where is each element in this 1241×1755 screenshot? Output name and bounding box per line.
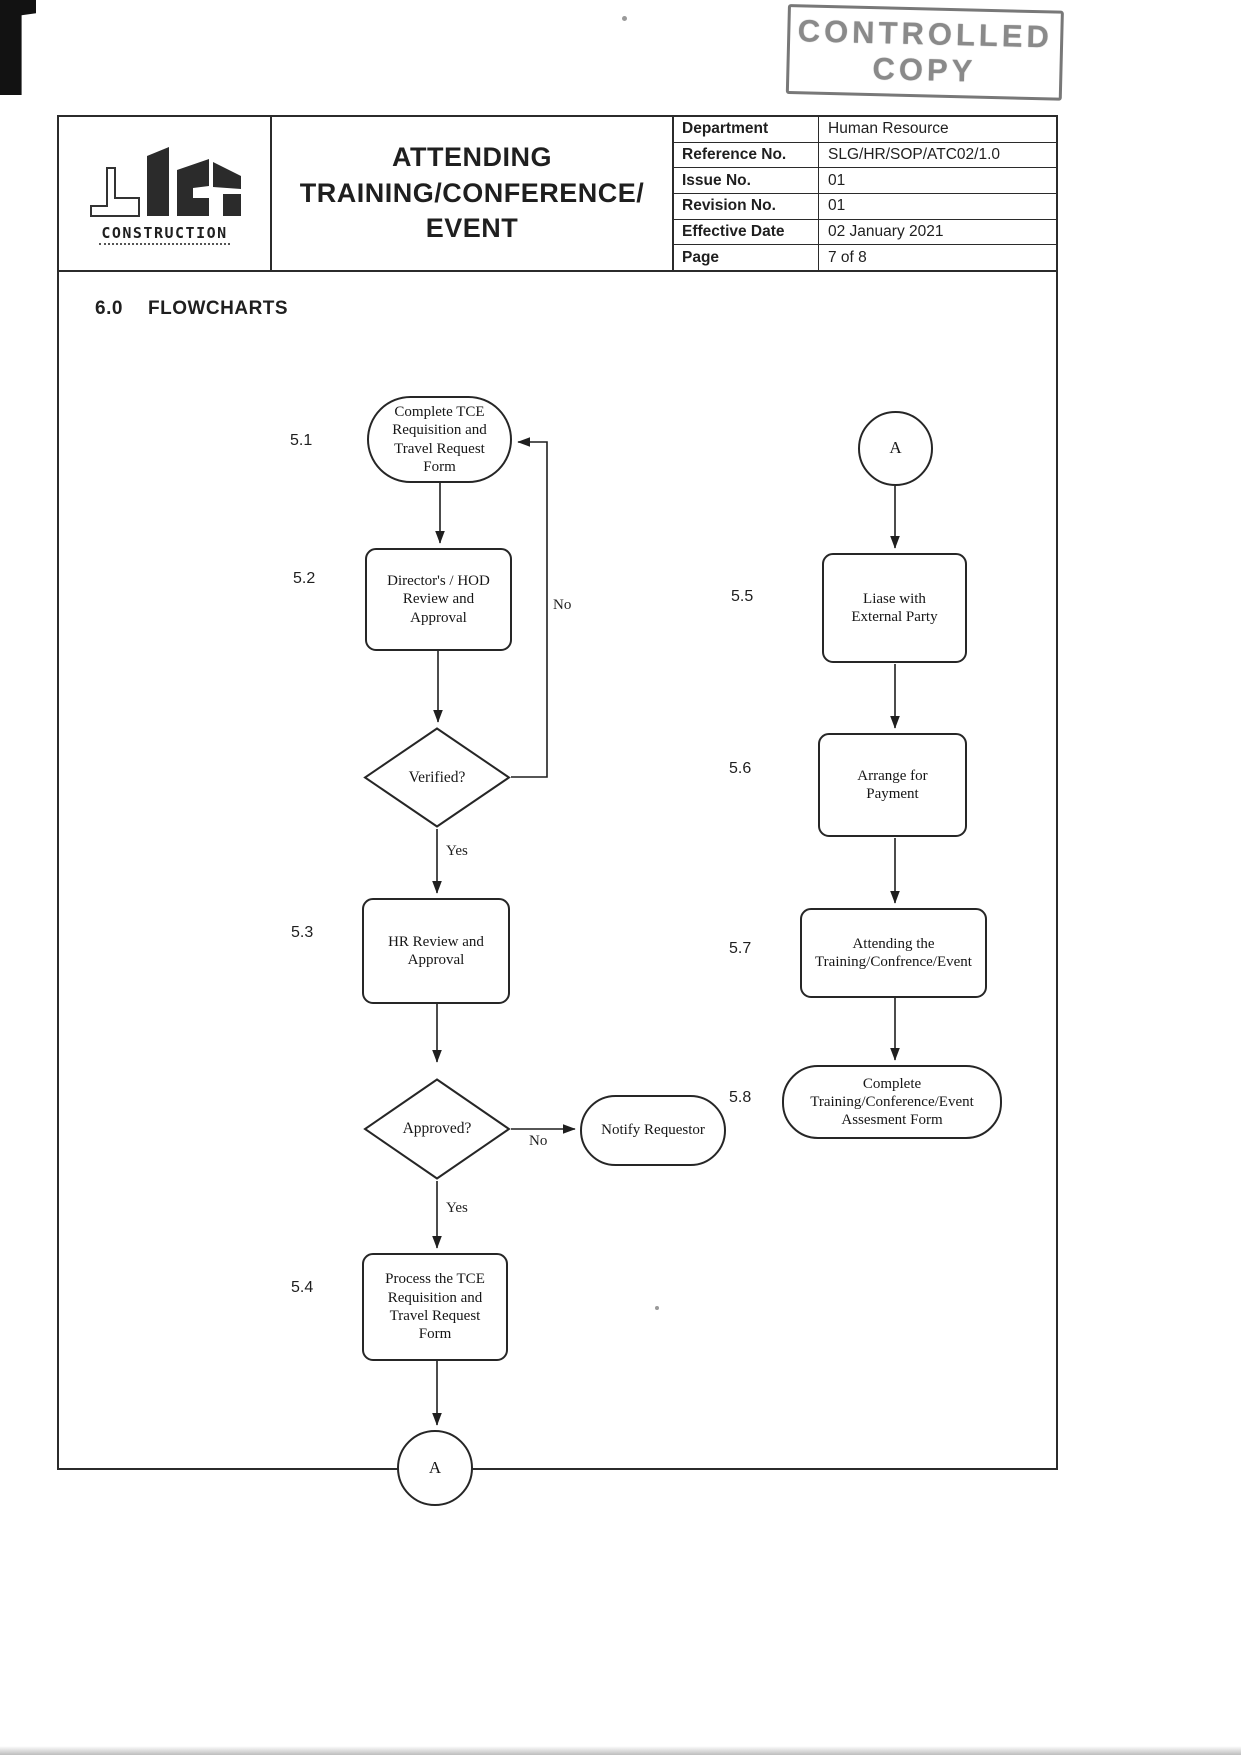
meta-row-department: Department Human Resource xyxy=(674,117,1056,143)
stamp-line-2: COPY xyxy=(872,51,977,89)
meta-label: Department xyxy=(674,117,819,142)
node-text: Notify Requestor xyxy=(601,1122,705,1139)
edge-label-approved-yes: Yes xyxy=(446,1200,468,1216)
step-label-5-4: 5.4 xyxy=(291,1279,314,1296)
node-text: HR Review and Approval xyxy=(388,933,484,968)
decision-text: Approved? xyxy=(402,1120,472,1137)
step-label-5-5: 5.5 xyxy=(731,588,754,605)
decision-text: Verified? xyxy=(408,768,466,786)
node-process-tce-form: Process the TCE Requisition and Travel R… xyxy=(362,1253,508,1361)
meta-label: Issue No. xyxy=(674,168,819,194)
document-title: ATTENDING TRAINING/CONFERENCE/ EVENT xyxy=(272,117,674,270)
meta-label: Effective Date xyxy=(674,219,819,245)
node-hr-review: HR Review and Approval xyxy=(362,898,510,1004)
node-arrange-payment: Arrange for Payment xyxy=(818,733,967,837)
meta-value: 02 January 2021 xyxy=(828,223,944,241)
step-label-5-3: 5.3 xyxy=(291,924,314,941)
node-complete-tce-form: Complete TCE Requisition and Travel Requ… xyxy=(367,396,512,483)
diamond-shape xyxy=(363,1078,511,1180)
scan-speck xyxy=(622,16,627,21)
node-director-hod-review: Director's / HOD Review and Approval xyxy=(365,548,512,651)
scan-speck xyxy=(655,1306,659,1310)
node-text: Director's / HOD Review and Approval xyxy=(387,573,490,626)
node-text: Complete Training/Conference/Event Asses… xyxy=(810,1075,974,1129)
content-frame xyxy=(57,272,1058,1470)
edge-label-verified-no: No xyxy=(553,597,572,613)
connector-a-bottom: A xyxy=(397,1430,473,1506)
title-line-1: ATTENDING xyxy=(392,142,552,173)
node-attending-training: Attending the Training/Confrence/Event xyxy=(800,908,987,998)
meta-row-revision: Revision No. 01 xyxy=(674,194,1056,220)
node-text: Complete TCE Requisition and Travel Requ… xyxy=(392,403,487,475)
node-complete-assessment-form: Complete Training/Conference/Event Asses… xyxy=(782,1065,1002,1139)
step-label-5-7: 5.7 xyxy=(729,940,752,957)
meta-value: 7 of 8 xyxy=(828,248,867,266)
meta-row-issue: Issue No. 01 xyxy=(674,168,1056,195)
meta-label: Page xyxy=(674,245,819,271)
node-text: Process the TCE Requisition and Travel R… xyxy=(385,1271,485,1343)
node-notify-requestor: Notify Requestor xyxy=(580,1095,726,1166)
step-label-5-1: 5.1 xyxy=(290,432,313,449)
title-line-3: EVENT xyxy=(425,213,519,244)
meta-row-page: Page 7 of 8 xyxy=(674,245,1056,271)
meta-label: Reference No. xyxy=(674,142,819,168)
meta-value: 01 xyxy=(828,171,846,189)
document-meta-table: Department Human Resource Reference No. … xyxy=(674,117,1056,271)
slg-logo xyxy=(89,147,241,217)
connector-text: A xyxy=(428,1457,442,1477)
meta-value: Human Resource xyxy=(828,120,949,138)
node-text: Liase with External Party xyxy=(851,590,938,625)
node-liase-external-party: Liase with External Party xyxy=(822,553,967,663)
section-number: 6.0 xyxy=(95,298,123,319)
decision-approved: Approved? xyxy=(363,1078,511,1180)
node-text: Arrange for Payment xyxy=(857,767,928,802)
controlled-copy-stamp: CONTROLLED COPY xyxy=(785,4,1064,101)
node-text: Attending the Training/Confrence/Event xyxy=(815,935,972,970)
scan-corner-mark xyxy=(0,0,36,95)
logo-cell: CONSTRUCTION xyxy=(59,117,272,270)
connector-a-top: A xyxy=(858,411,933,486)
step-label-5-8: 5.8 xyxy=(729,1089,752,1106)
logo-word: CONSTRUCTION xyxy=(99,224,230,245)
edge-label-approved-no: No xyxy=(529,1133,548,1149)
connector-text: A xyxy=(889,438,902,458)
step-label-5-6: 5.6 xyxy=(729,760,752,777)
meta-label: Revision No. xyxy=(674,194,819,219)
title-line-2: TRAINING/CONFERENCE/ xyxy=(299,177,645,208)
section-heading: FLOWCHARTS xyxy=(148,298,289,319)
header-table: CONSTRUCTION ATTENDING TRAINING/CONFEREN… xyxy=(57,115,1058,272)
diamond-shape xyxy=(363,727,511,828)
step-label-5-2: 5.2 xyxy=(293,570,316,587)
meta-row-reference: Reference No. SLG/HR/SOP/ATC02/1.0 xyxy=(674,142,1056,169)
decision-verified: Verified? xyxy=(363,727,511,828)
meta-value: SLG/HR/SOP/ATC02/1.0 xyxy=(828,146,1000,163)
meta-row-effective-date: Effective Date 02 January 2021 xyxy=(674,219,1056,246)
meta-value: 01 xyxy=(828,197,846,215)
scan-bottom-edge xyxy=(0,1746,1241,1755)
stamp-line-1: CONTROLLED xyxy=(797,13,1054,55)
edge-label-verified-yes: Yes xyxy=(446,843,468,859)
